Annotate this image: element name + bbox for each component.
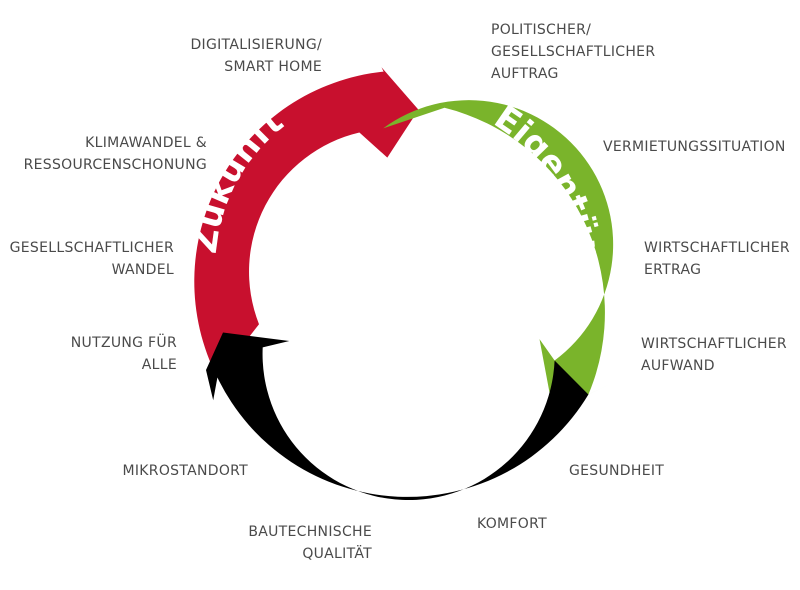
label-politischer-auftrag: POLITISCHER/ GESELLSCHAFTLICHER AUFTRAG [491,22,656,82]
label-digitalisierung-smart-home: DIGITALISIERUNG/ SMART HOME [190,37,322,75]
label-komfort: KOMFORT [477,516,547,532]
label-gesundheit: GESUNDHEIT [569,463,665,479]
ring-segment-nutzer [206,332,589,501]
ring-segment-eigentuemer [383,100,614,412]
label-vermietungssituation: VERMIETUNGSSITUATION [603,139,786,155]
label-nutzung-fuer-alle: NUTZUNG FÜR ALLE [70,335,177,373]
label-mikrostandort: MIKROSTANDORT [122,463,248,479]
label-bautechnische-qualitaet: BAUTECHNISCHE QUALITÄT [248,524,372,562]
ring-segment-zukunft [194,67,419,378]
label-klimawandel: KLIMAWANDEL & RESSOURCENSCHONUNG [23,135,207,173]
label-gesellschaftlicher-wandel: GESELLSCHAFTLICHER WANDEL [9,240,174,278]
label-wirtschaftlicher-aufwand: WIRTSCHAFTLICHER AUFWAND [641,336,787,374]
segment-label-nutzer: Nutzer [339,435,470,490]
label-wirtschaftlicher-ertrag: WIRTSCHAFTLICHER ERTRAG [644,240,790,278]
